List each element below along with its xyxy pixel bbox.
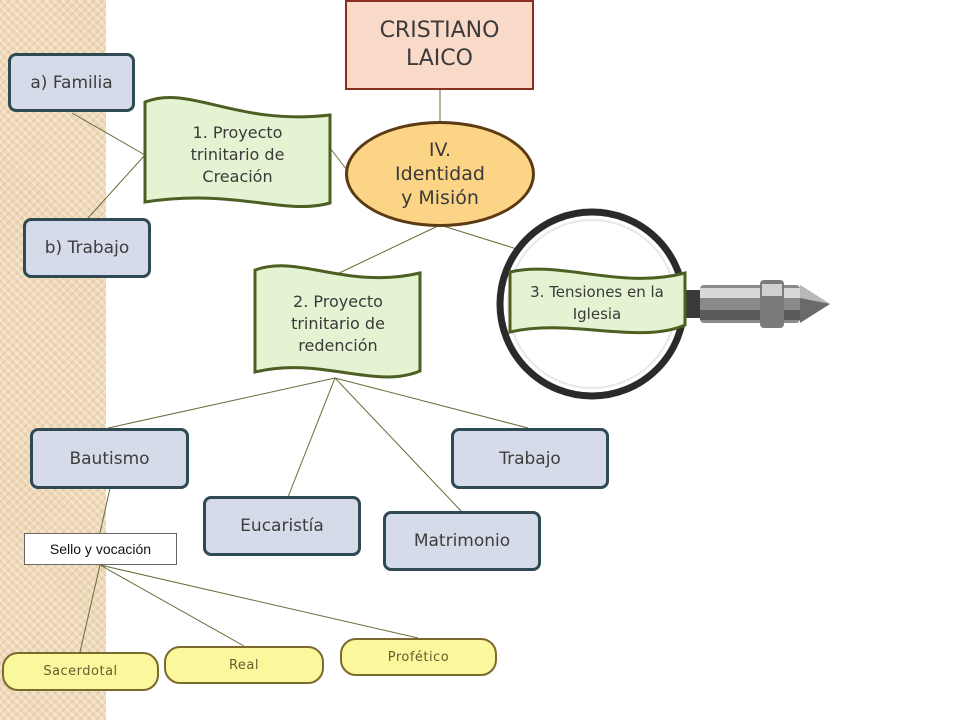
proyecto-creacion-line1: 1. Proyecto xyxy=(192,123,283,142)
connector-line xyxy=(287,377,336,498)
real-box: Real xyxy=(164,646,324,684)
trabajo-b-box: b) Trabajo xyxy=(23,218,151,278)
proyecto-redencion-line2: trinitario de xyxy=(291,314,385,333)
matrimonio-box: Matrimonio xyxy=(383,511,541,571)
sacerdotal-box: Sacerdotal xyxy=(2,652,159,691)
connector-line xyxy=(99,564,245,647)
proyecto-creacion-line3: Creación xyxy=(202,167,273,186)
identidad-label: Identidad xyxy=(395,163,485,185)
eucaristia-box: Eucaristía xyxy=(203,496,361,556)
connector-line xyxy=(99,564,419,639)
decorative-side-strip xyxy=(0,0,106,720)
mision-label: y Misión xyxy=(401,187,479,209)
connector-line xyxy=(71,112,146,156)
connector-line xyxy=(334,377,529,429)
sello-vocacion-label: Sello y vocación xyxy=(24,533,177,565)
proyecto-creacion-text: 1. Proyecto trinitario de Creación xyxy=(150,115,325,195)
profetico-box: Profético xyxy=(340,638,497,676)
familia-box: a) Familia xyxy=(8,53,135,112)
tensiones-line1: 3. Tensiones en la xyxy=(530,283,664,301)
proyecto-redencion-line3: redención xyxy=(298,336,378,355)
connector-line xyxy=(107,377,336,429)
cristiano-laico-box: CRISTIANO LAICO xyxy=(345,0,534,90)
proyecto-creacion-line2: trinitario de xyxy=(190,145,285,164)
identidad-mision-oval: IV. Identidad y Misión xyxy=(345,121,535,227)
proyecto-redencion-text: 2. Proyecto trinitario de redención xyxy=(258,284,418,364)
proyecto-redencion-line1: 2. Proyecto xyxy=(293,292,383,311)
banner-proyecto-redencion-shape xyxy=(253,264,422,379)
identidad-numeral: IV. xyxy=(428,139,452,161)
connector-line xyxy=(334,224,441,276)
connector-line xyxy=(329,147,348,171)
connector-line xyxy=(87,154,146,219)
banner-tensiones-shape xyxy=(508,267,687,335)
connector-line xyxy=(99,487,111,534)
tensiones-iglesia-text: 3. Tensiones en la Iglesia xyxy=(512,280,682,326)
banner-proyecto-creacion-shape xyxy=(143,95,332,209)
bautismo-box: Bautismo xyxy=(30,428,189,489)
tensiones-line2: Iglesia xyxy=(572,305,622,323)
cristiano-label: CRISTIANO xyxy=(379,18,500,43)
connector-line xyxy=(79,564,101,653)
trabajo-box: Trabajo xyxy=(451,428,609,489)
connector-line xyxy=(334,377,463,513)
laico-label: LAICO xyxy=(406,46,473,71)
